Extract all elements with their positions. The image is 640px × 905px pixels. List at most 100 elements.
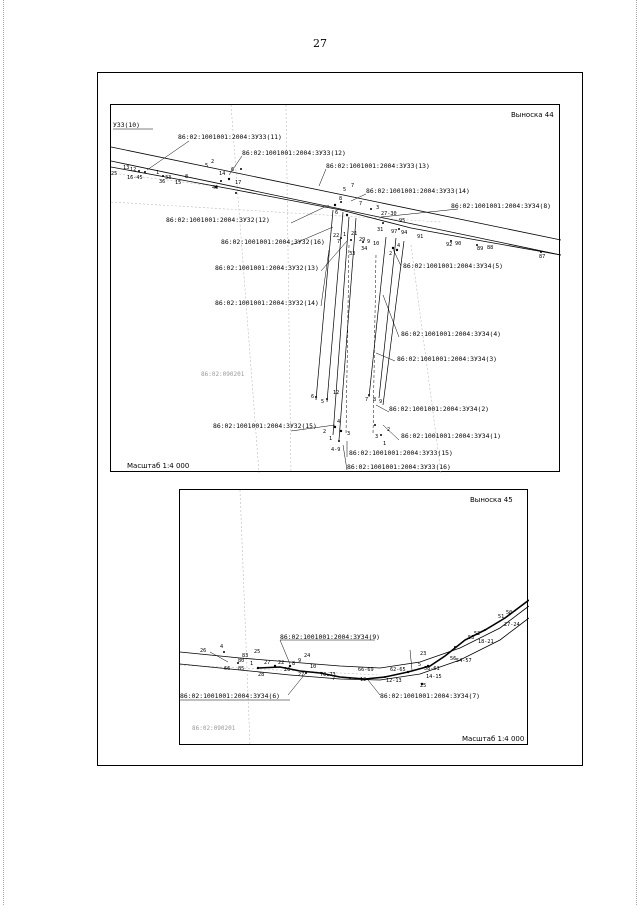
svg-text:85: 85	[238, 666, 244, 672]
parcel-label: 86:02:1001001:2004:3У34(5)	[403, 262, 503, 270]
svg-text:6: 6	[311, 394, 314, 400]
svg-text:91: 91	[417, 234, 423, 240]
svg-text:56: 56	[450, 656, 456, 662]
svg-text:51: 51	[498, 614, 504, 620]
parcel-label: 86:02:1001001:2004:3У32(14)	[215, 299, 319, 307]
page-number: 27	[313, 37, 327, 50]
svg-text:5: 5	[321, 399, 324, 405]
parcel-label: 86:02:1001001:2004:3У33(13)	[326, 162, 430, 170]
parcel-label: 86:02:1001001:2004:3У32(12)	[166, 216, 270, 224]
svg-text:24: 24	[304, 653, 310, 659]
parcel-label: 86:02:1001001:2004:3У33(14)	[366, 187, 470, 195]
parcel-label: 86:02:1001001:2004:3У34(1)	[401, 432, 501, 440]
svg-text:25: 25	[420, 683, 426, 689]
svg-text:54-57: 54-57	[456, 658, 472, 664]
svg-text:3: 3	[376, 205, 379, 211]
svg-text:2: 2	[211, 159, 214, 165]
parcel-label: 86:02:1001001:2004:3У34(9)	[280, 633, 380, 641]
svg-text:34: 34	[361, 246, 367, 252]
svg-text:8: 8	[339, 196, 342, 202]
svg-text:7: 7	[359, 201, 362, 207]
scan-edge-right	[636, 0, 638, 905]
svg-text:4: 4	[220, 644, 223, 650]
parcel-label: 86:02:1001001:2004:3У34(8)	[451, 202, 551, 210]
svg-text:3: 3	[347, 431, 350, 437]
outer-frame	[97, 72, 583, 766]
parcel-label: 86:02:1001001:2004:3У34(6)	[180, 692, 280, 700]
svg-text:8: 8	[185, 174, 188, 180]
parcel-label: 86:02:1001001:2004:3У32(15)	[213, 422, 317, 430]
parcel-label: 86:02:1001001:2004:3У33(16)	[347, 463, 451, 471]
svg-text:22: 22	[278, 660, 284, 666]
svg-text:26: 26	[284, 667, 290, 673]
svg-text:27: 27	[264, 660, 270, 666]
svg-text:9: 9	[298, 658, 301, 664]
svg-text:33: 33	[165, 175, 171, 181]
svg-text:18-21: 18-21	[478, 639, 494, 645]
parcel-label: 86:02:1001001:2004:3У34(3)	[397, 355, 497, 363]
svg-text:14-15: 14-15	[426, 674, 442, 680]
svg-text:66-69: 66-69	[358, 667, 374, 673]
svg-text:36: 36	[159, 179, 165, 185]
scale-label: Масштаб 1:4 000	[127, 462, 189, 470]
svg-text:1: 1	[250, 661, 253, 667]
zone-label: 86:02:090201	[192, 725, 236, 732]
svg-text:7: 7	[365, 397, 368, 403]
svg-text:7: 7	[332, 676, 335, 682]
parcel-label: 86:02:1001001:2004:3У34(7)	[380, 692, 480, 700]
svg-text:16-45: 16-45	[127, 175, 143, 181]
svg-text:92: 92	[446, 242, 452, 248]
svg-text:1: 1	[329, 436, 332, 442]
svg-text:89: 89	[477, 246, 483, 252]
svg-text:5: 5	[418, 662, 421, 668]
svg-text:17: 17	[235, 180, 241, 186]
svg-text:8: 8	[373, 397, 376, 403]
svg-text:26: 26	[200, 648, 206, 654]
scan-edge-left	[3, 0, 5, 905]
svg-text:62-65: 62-65	[390, 667, 406, 673]
svg-text:27: 27	[298, 672, 304, 678]
svg-text:9: 9	[379, 399, 382, 405]
svg-text:52: 52	[474, 631, 480, 637]
svg-text:33: 33	[349, 251, 355, 257]
svg-text:14: 14	[219, 171, 225, 177]
svg-text:23: 23	[420, 651, 426, 657]
svg-text:5: 5	[205, 163, 208, 169]
inset-title: Выноска 45	[470, 496, 513, 504]
svg-text:12-13: 12-13	[386, 678, 402, 684]
svg-text:25: 25	[254, 649, 260, 655]
svg-text:10: 10	[310, 664, 316, 670]
svg-text:1: 1	[383, 441, 386, 447]
svg-text:27-30: 27-30	[381, 211, 397, 217]
zone-label: 86:02:090201	[201, 371, 245, 378]
svg-text:7: 7	[351, 183, 354, 189]
svg-text:4: 4	[397, 243, 400, 249]
svg-text:1: 1	[156, 170, 159, 176]
svg-text:94: 94	[401, 230, 407, 236]
svg-text:25: 25	[111, 171, 117, 177]
svg-text:15: 15	[175, 180, 181, 186]
svg-text:10: 10	[373, 241, 379, 247]
parcel-label: 86:02:1001001:2004:3У32(13)	[215, 264, 319, 272]
svg-text:13: 13	[123, 165, 129, 171]
svg-text:80: 80	[238, 658, 244, 664]
svg-text:2: 2	[387, 427, 390, 433]
svg-text:97: 97	[391, 229, 397, 235]
svg-text:3: 3	[375, 434, 378, 440]
parcel-label: 86:02:1001001:2004:3У33(12)	[242, 149, 346, 157]
svg-text:8: 8	[292, 661, 295, 667]
svg-text:2: 2	[389, 251, 392, 257]
svg-text:95: 95	[399, 218, 405, 224]
svg-text:6: 6	[231, 167, 234, 173]
svg-text:4-9: 4-9	[331, 447, 340, 453]
inset-title: Выноска 44	[511, 111, 554, 119]
svg-text:5: 5	[343, 187, 346, 193]
svg-text:88: 88	[487, 245, 493, 251]
svg-text:46: 46	[212, 185, 218, 191]
svg-text:31: 31	[377, 227, 383, 233]
parcel-label: 86:02:1001001:2004:3У32(16)	[221, 238, 325, 246]
